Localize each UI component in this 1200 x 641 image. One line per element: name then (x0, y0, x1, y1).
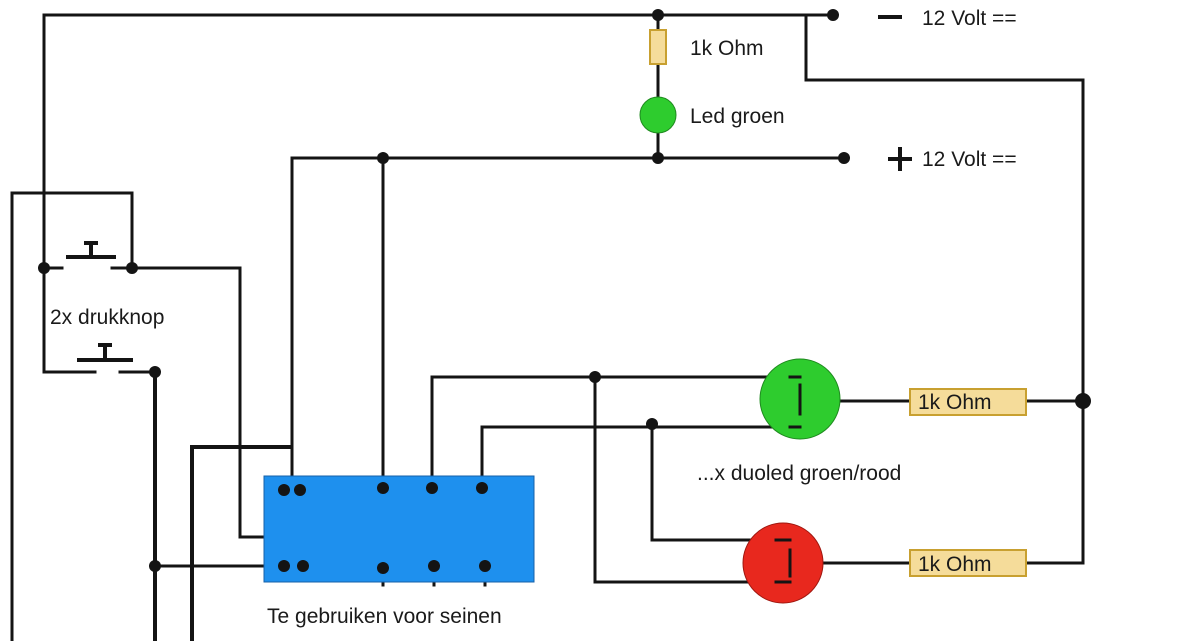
positive-rail-wire (290, 156, 846, 490)
red-led-wire-2 (650, 422, 792, 542)
duoled-red (742, 522, 824, 604)
supply-down-wire (190, 445, 292, 641)
pushbutton-2 (77, 343, 133, 362)
duoled-label: ...x duoled groen/rood (697, 462, 901, 485)
top-resistor (649, 29, 667, 65)
red-led-wire (593, 375, 792, 584)
duoled-red-leads (774, 538, 792, 584)
negative-supply-label: 12 Volt == (922, 7, 1017, 30)
green-resistor-label: 1k Ohm (918, 391, 992, 414)
green-led-wire (430, 375, 792, 490)
junction-dots (38, 9, 1091, 574)
indicator-led (639, 96, 677, 134)
green-resistor (909, 388, 1027, 416)
top-resistor-label: 1k Ohm (690, 37, 764, 60)
red-resistor (909, 549, 1027, 577)
green-led-wire-2 (480, 425, 792, 490)
red-resistor-label: 1k Ohm (918, 553, 992, 576)
right-return-wire (804, 13, 1085, 565)
button-loop-wire (10, 191, 134, 641)
relay-caption: Te gebruiken voor seinen (267, 605, 502, 628)
button-left-wire (42, 266, 97, 374)
led-green-label: Led groen (690, 105, 785, 128)
duoled-green-leads (788, 375, 802, 429)
pushbuttons-label: 2x drukknop (50, 306, 164, 329)
negative-rail-wire (42, 13, 835, 270)
pushbutton-1 (66, 241, 116, 259)
plus-sign-icon (888, 147, 912, 171)
wires (10, 13, 1085, 641)
positive-supply-label: 12 Volt == (922, 148, 1017, 171)
